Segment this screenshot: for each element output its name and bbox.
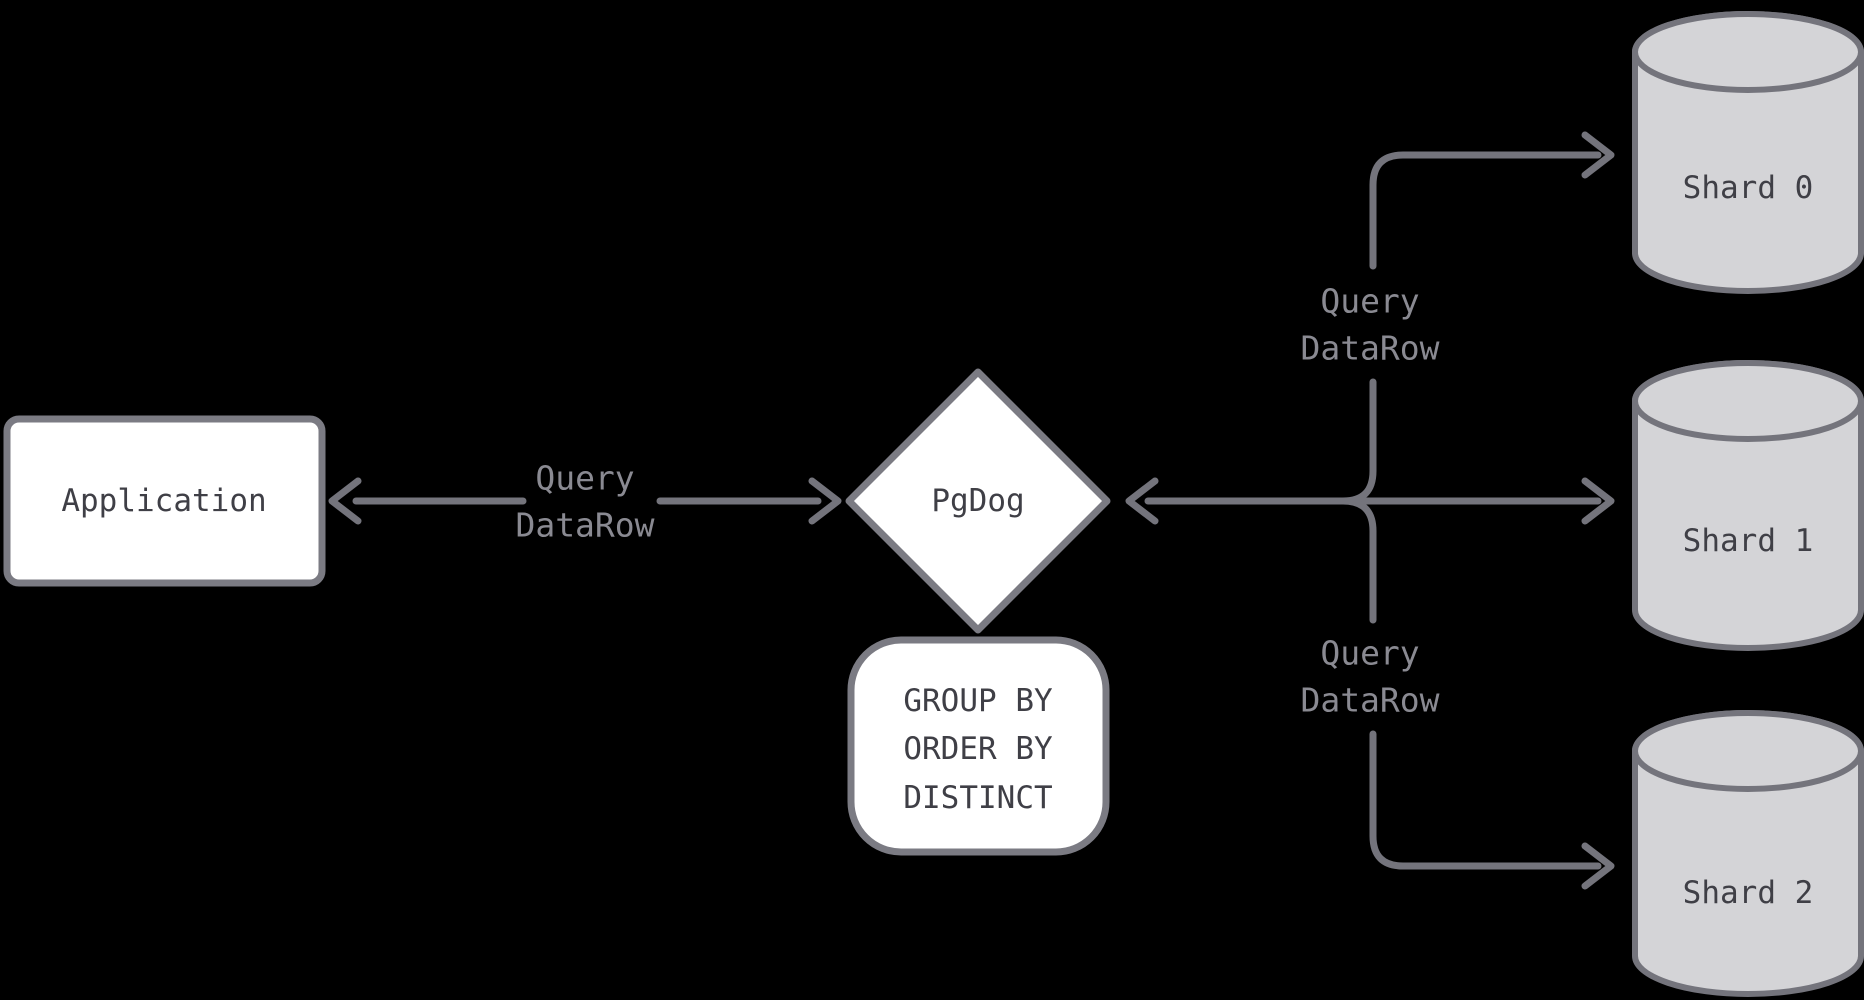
edge-label-query-top: Query xyxy=(1320,282,1419,321)
edge-label-datarow-top: DataRow xyxy=(1300,329,1439,368)
edge-pgdog-shards: Query DataRow Query DataRow xyxy=(1125,131,1615,890)
shard-2-label: Shard 2 xyxy=(1683,875,1814,911)
pgdog-diamond xyxy=(845,368,1111,634)
arrowhead-right-icon xyxy=(808,477,842,525)
shard-1-cylinder-top xyxy=(1632,360,1864,442)
shard-2-cylinder-top xyxy=(1632,710,1864,792)
edge-label-query: Query xyxy=(535,459,634,498)
arrowhead-into-shard2-icon xyxy=(1581,842,1615,890)
shard-0-node: Shard 0 xyxy=(1632,11,1864,294)
operations-node: GROUP BY ORDER BY DISTINCT xyxy=(847,636,1110,856)
shard-0-cylinder-top xyxy=(1632,11,1864,93)
edge-branch-down-upper xyxy=(1339,497,1377,624)
edge-label-query-bottom: Query xyxy=(1320,634,1419,673)
edge-branch-down-lower xyxy=(1369,730,1602,870)
edge-label-datarow: DataRow xyxy=(515,506,654,545)
shard-1-label: Shard 1 xyxy=(1683,523,1814,559)
arrowhead-into-shard1-icon xyxy=(1581,477,1615,525)
edge-branch-up-upper xyxy=(1369,151,1602,270)
application-node: Application xyxy=(3,415,326,587)
pgdog-node: PgDog xyxy=(845,368,1111,634)
pgdog-label: PgDog xyxy=(931,483,1024,519)
edge-application-pgdog: Query DataRow xyxy=(328,459,842,545)
edge-branch-up-lower xyxy=(1339,378,1377,505)
operations-line-order-by: ORDER BY xyxy=(903,731,1053,767)
application-box xyxy=(3,415,326,587)
application-label: Application xyxy=(61,483,266,519)
operations-line-group-by: GROUP BY xyxy=(903,683,1053,719)
shard-1-node: Shard 1 xyxy=(1632,360,1864,651)
shard-2-node: Shard 2 xyxy=(1632,710,1864,997)
arrowhead-into-pgdog-icon xyxy=(1125,477,1159,525)
edge-label-datarow-bottom: DataRow xyxy=(1300,681,1439,720)
shard-0-label: Shard 0 xyxy=(1683,170,1814,206)
operations-box xyxy=(847,636,1110,856)
operations-line-distinct: DISTINCT xyxy=(903,780,1052,816)
arrowhead-left-icon xyxy=(328,477,362,525)
arrowhead-into-shard0-icon xyxy=(1581,131,1615,179)
